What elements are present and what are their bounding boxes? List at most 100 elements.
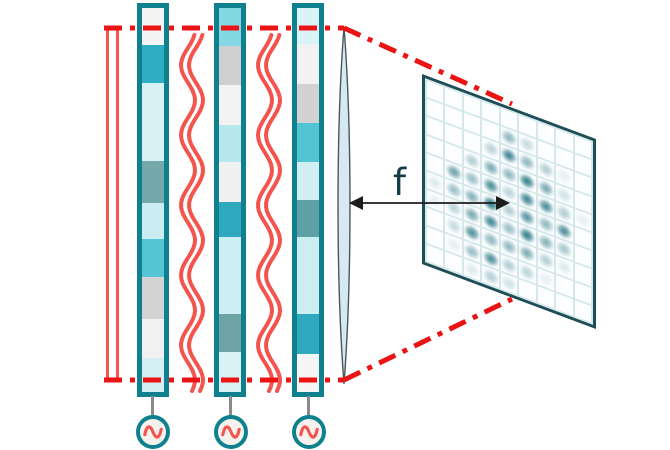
mask-segment (142, 44, 164, 83)
diffraction-spot (537, 269, 554, 289)
diffraction-spot (464, 259, 481, 280)
diffraction-spot (445, 216, 462, 237)
diffraction-spot (500, 200, 517, 221)
diffraction-spot (556, 257, 573, 278)
diffraction-spot (482, 157, 499, 178)
diffraction-spot (556, 221, 573, 242)
diffraction-spot (519, 189, 536, 210)
detector-grid (427, 80, 591, 323)
diffraction-spot (482, 230, 499, 251)
diffraction-spot (519, 243, 536, 264)
diffraction-spot (464, 168, 481, 189)
diffraction-spot (500, 273, 517, 294)
diffraction-spot (519, 262, 536, 283)
diffraction-spot (482, 139, 499, 160)
mask-segment (219, 236, 241, 314)
diffraction-spot (445, 198, 462, 219)
mask-segment (297, 314, 319, 354)
mask-segment (297, 83, 319, 123)
diffraction-spot (464, 205, 481, 226)
diffraction-spot (537, 250, 554, 271)
mask-segment (219, 202, 241, 237)
mask-segment (297, 122, 319, 163)
mask-segment (297, 353, 319, 392)
diffraction-spot (556, 166, 573, 187)
mask-segment (142, 8, 164, 45)
diffraction-spot (519, 225, 536, 246)
diffraction-spot (537, 159, 554, 180)
diffraction-spot (445, 234, 462, 255)
detector-plane (422, 74, 596, 330)
wavy-wavefront (178, 33, 198, 393)
wavy-wavefront (263, 33, 283, 393)
diffraction-spot (537, 214, 554, 235)
diffraction-spot (500, 237, 517, 257)
diffraction-spot (464, 150, 481, 171)
lens (337, 26, 351, 385)
diffraction-spot (482, 193, 499, 214)
diffraction-spot (482, 248, 499, 269)
diffraction-spot (464, 186, 481, 207)
mask-segment (142, 239, 164, 278)
diffraction-spot (556, 239, 573, 260)
source-stem (151, 396, 154, 417)
focal-length-label: f (393, 161, 407, 204)
mask-segment (219, 313, 241, 353)
diffraction-spot (519, 134, 536, 155)
diffraction-spot (482, 175, 499, 196)
phase-mask-3 (292, 3, 324, 397)
mask-segment (297, 162, 319, 200)
diffraction-spot (445, 179, 462, 200)
mask-segment (142, 160, 164, 203)
signal-generator-2 (214, 415, 248, 449)
sine-wave-icon (221, 425, 241, 439)
diffraction-spot (519, 152, 536, 173)
mask-segment (297, 236, 319, 315)
diffraction-spot (556, 203, 573, 224)
phase-mask-1 (137, 3, 169, 397)
diffraction-spot (556, 184, 573, 205)
diffraction-spot (427, 173, 444, 194)
mask-segment (219, 8, 241, 46)
diffraction-spot (482, 211, 499, 232)
mask-segment (142, 277, 164, 320)
diffraction-spot (574, 210, 591, 230)
diffraction-spot (537, 196, 554, 217)
mask-segment (219, 352, 241, 393)
diffraction-spot (537, 178, 554, 198)
signal-generator-3 (292, 415, 326, 449)
plane-wavefront-symbol (106, 27, 119, 381)
mask-segment (142, 82, 164, 161)
source-stem (229, 396, 232, 417)
mask-segment (142, 358, 164, 393)
sine-wave-icon (143, 425, 163, 439)
mask-segment (219, 85, 241, 125)
diffraction-spot (500, 182, 517, 203)
diffraction-spot (482, 266, 499, 287)
diffraction-spot (464, 241, 481, 262)
diffraction-spot (445, 161, 462, 182)
diffraction-spot (427, 191, 444, 212)
phase-mask-2 (214, 3, 246, 397)
diffraction-spot (537, 232, 554, 253)
wavy-wavefront (186, 33, 206, 393)
mask-segment (142, 319, 164, 359)
mask-segment (297, 44, 319, 84)
mask-segment (297, 8, 319, 45)
mask-segment (142, 202, 164, 240)
mask-segment (297, 199, 319, 237)
diffraction-spot (519, 171, 536, 192)
diffraction-spot (519, 207, 536, 228)
signal-generator-1 (136, 415, 170, 449)
sine-wave-icon (299, 425, 319, 439)
diffraction-spot (500, 146, 517, 166)
mask-segment (219, 45, 241, 86)
diffraction-spot (500, 164, 517, 185)
diffraction-spot (500, 218, 517, 239)
diffraction-spot (500, 255, 517, 276)
wavy-wavefront (255, 33, 275, 393)
source-stem (307, 396, 310, 417)
diffraction-spot (464, 223, 481, 244)
diffraction-spot (500, 127, 517, 148)
